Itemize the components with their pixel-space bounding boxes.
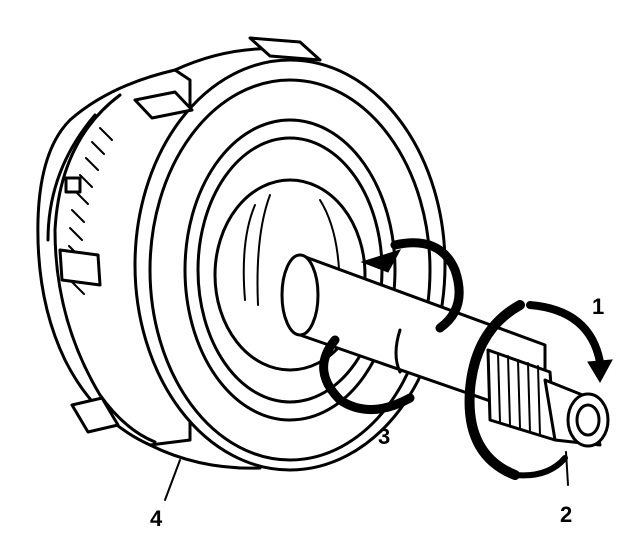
rotation-arrow-3 — [319, 238, 464, 414]
callout-2: 2 — [560, 502, 572, 527]
input-shaft — [280, 253, 610, 448]
callout-3: 3 — [378, 424, 390, 449]
callout-1: 1 — [592, 294, 604, 319]
rotation-arrow-1 — [464, 300, 613, 480]
leader-lines — [164, 451, 569, 501]
rotation-arrow-2 — [512, 455, 568, 479]
drum-tabs — [58, 36, 322, 434]
callout-4: 4 — [150, 506, 163, 531]
